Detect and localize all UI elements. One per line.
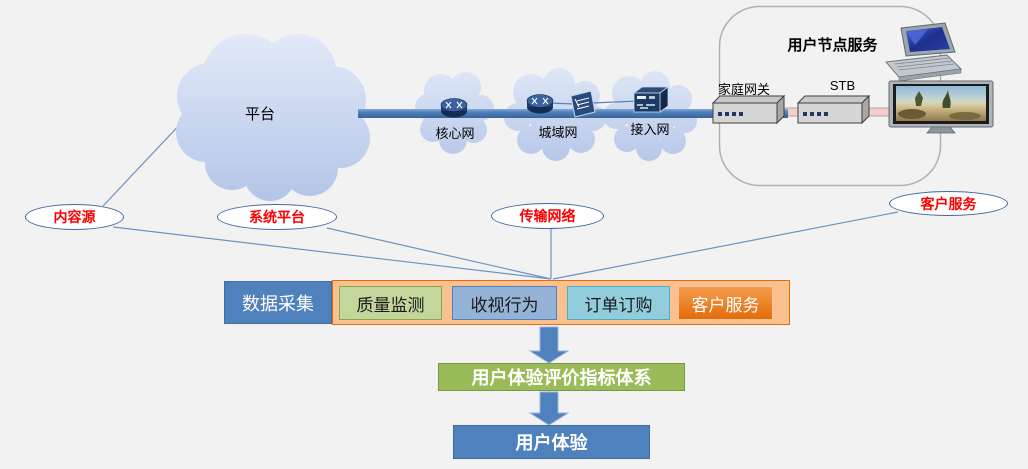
stb-label: STB — [829, 78, 856, 93]
tv-screen-tree — [942, 90, 951, 108]
collection-item-viewing: 收视行为 — [452, 286, 557, 320]
laptop-icon — [885, 22, 963, 82]
collection-item-orders: 订单订购 — [567, 286, 670, 320]
callout-customer-service: 客户服务 — [889, 191, 1008, 216]
platform-cloud — [176, 34, 370, 201]
home-gateway-label: 家庭网关 — [717, 82, 770, 97]
callout-connector-lines — [102, 117, 899, 280]
platform-cloud-label: 平台 — [244, 106, 275, 123]
tv-stand — [926, 126, 956, 134]
callout-content-source: 内容源 — [25, 204, 124, 230]
metro-internal-link — [548, 102, 576, 105]
transport-backbone-line — [358, 109, 788, 118]
data-collection-label: 数据采集 — [224, 281, 332, 324]
access-node-icon — [632, 86, 670, 113]
collection-item-service: 客户服务 — [678, 286, 773, 320]
tv-icon — [888, 80, 994, 134]
home-gateway-device — [711, 94, 786, 125]
index-system-box: 用户体验评价指标体系 — [438, 363, 685, 391]
down-arrow-1 — [528, 326, 570, 364]
user-experience-box: 用户体验 — [453, 425, 650, 459]
switch-icon-metro — [570, 90, 596, 118]
line-content-source-to-collection — [112, 226, 552, 280]
line-content-source-to-platform — [102, 117, 187, 207]
callout-system-platform: 系统平台 — [217, 204, 337, 230]
access-network-label: 接入网 — [630, 122, 670, 137]
metro-network-label: 城域网 — [538, 125, 578, 140]
line-customer-service-to-collection — [552, 211, 899, 280]
core-network-label: 核心网 — [435, 126, 475, 141]
callout-transport-network: 传输网络 — [491, 203, 604, 229]
flow-arrows — [528, 326, 570, 426]
collection-item-quality: 质量监测 — [339, 286, 442, 320]
metro-access-link — [591, 100, 639, 104]
router-icon-metro — [526, 94, 554, 114]
router-icon-core — [440, 98, 468, 118]
user-node-title: 用户节点服务 — [787, 37, 878, 54]
line-system-platform-to-collection — [326, 227, 552, 280]
stb-device — [796, 94, 871, 125]
down-arrow-2 — [528, 391, 570, 426]
